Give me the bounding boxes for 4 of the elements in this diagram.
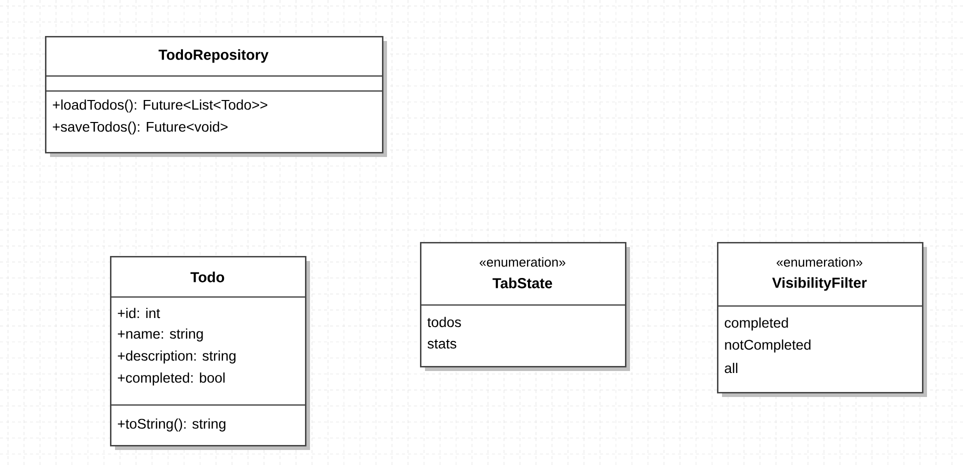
class-box: TodoRepository +loadTodos(): Future<List<Todo>> +saveTodos(): Future<void> [45,36,387,157]
class-box: «enumeration» TabState todos stats [420,242,630,371]
class-box: Todo +id: int +name: string +description: string +completed: bool +toString(): string [110,256,310,450]
class-box: «enumeration» VisibilityFilter completed notCompleted all [717,242,927,397]
